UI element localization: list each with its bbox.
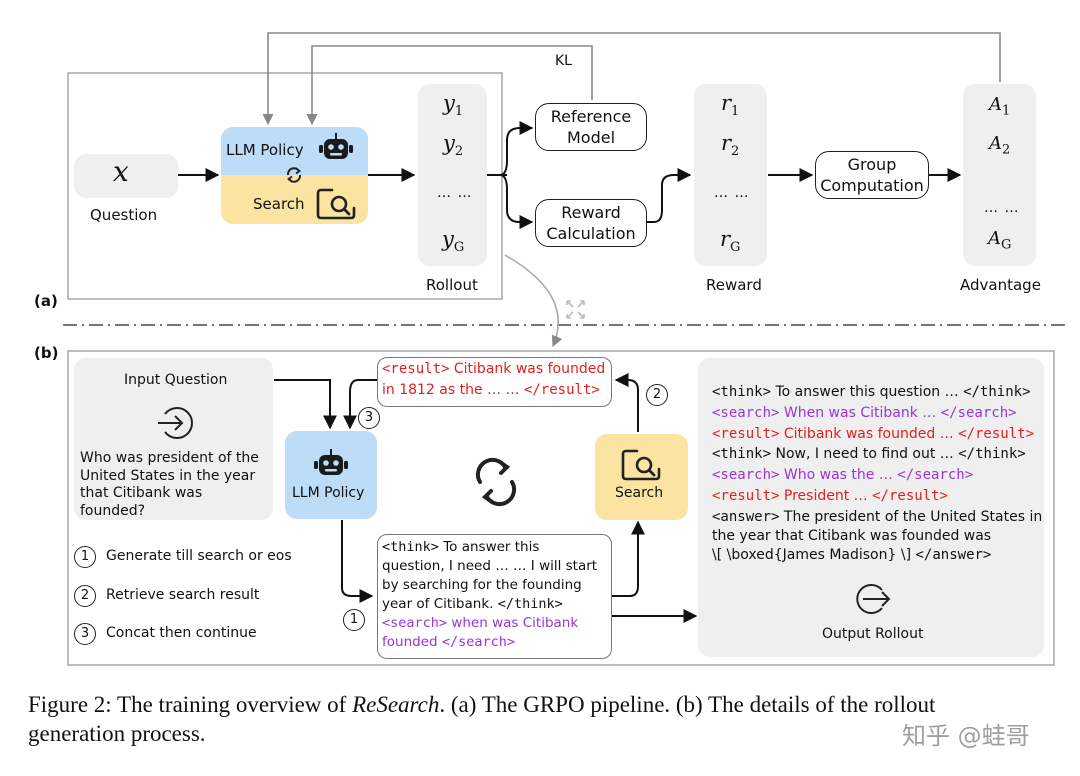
question-label: Question — [90, 206, 158, 224]
think-line-1: <think> To answer this — [382, 539, 540, 555]
step-1-circle: 1 — [74, 546, 96, 568]
input-question-text: Who was president of the United States i… — [80, 450, 259, 519]
output-line-2: <search> When was Citibank … </search> — [712, 405, 1017, 421]
marker-1: 1 — [343, 609, 365, 631]
think-line-2: question, I need … … I will start — [382, 558, 598, 574]
marker-3: 3 — [358, 407, 380, 429]
policy-to-think-arrow — [341, 520, 374, 603]
group-computation-box: Group Computation — [815, 151, 929, 199]
marker-2: 2 — [646, 384, 668, 406]
step-3-text: Concat then continue — [106, 625, 257, 641]
logout-arrow-icon — [856, 584, 891, 614]
question-symbol: x — [113, 155, 129, 188]
kl-feedback-wire — [306, 45, 593, 126]
input-to-policy-arrow — [274, 379, 337, 430]
figure-caption-line-2: generation process. — [28, 721, 206, 746]
reward-calculation-box: Reward Calculation — [535, 199, 647, 247]
robot-icon-b — [314, 449, 348, 475]
reward-label: Reward — [706, 276, 762, 294]
step-1-text: Generate till search or eos — [106, 548, 292, 564]
rollout-label: Rollout — [426, 276, 478, 294]
rollout-dots: … … — [437, 185, 473, 201]
result-to-policy-arrow — [343, 379, 378, 430]
reward-calc-to-reward-arrow — [646, 168, 692, 223]
advantage-a2: A2 — [989, 133, 1011, 158]
output-line-4: <think> Now, I need to find out … </thin… — [712, 446, 1026, 462]
rollout-to-reward-calc-arrow — [499, 174, 534, 229]
output-line-1: <think> To answer this question … </thin… — [712, 384, 1031, 400]
llm-policy-label: LLM Policy — [226, 141, 304, 159]
expand-icon — [566, 300, 585, 319]
rollout-y1: y1 — [443, 91, 464, 120]
input-question-title: Input Question — [124, 372, 228, 388]
refresh-cycle-icon — [475, 457, 517, 507]
panel-b-frame — [67, 350, 1055, 666]
output-line-3: <result> Citibank was founded … </result… — [712, 426, 1034, 442]
watermark: 知乎 @蛙哥 — [902, 722, 1030, 750]
output-line-6: <result> President … </result> — [712, 488, 948, 504]
reward-dots: … … — [714, 185, 750, 201]
robot-icon — [319, 133, 353, 159]
think-line-4: year of Citibank. </think> — [382, 596, 563, 612]
think-to-search-arrow — [612, 520, 645, 597]
step-3-circle: 3 — [74, 623, 96, 645]
output-rollout-card — [698, 358, 1044, 657]
advantage-aG: AG — [988, 228, 1012, 253]
step-2-text: Retrieve search result — [106, 587, 260, 603]
zoom-connector-arrow — [504, 254, 563, 348]
figure-caption-line-1: Figure 2: The training overview of ReSea… — [28, 692, 936, 717]
advantage-label: Advantage — [960, 276, 1041, 294]
reward-r1: r1 — [721, 91, 740, 120]
result-line-2: in 1812 as the … … </result> — [382, 382, 600, 398]
question-node — [74, 154, 178, 198]
think-line-5: <search> when was Citibank — [382, 615, 579, 631]
advantage-a1: A1 — [989, 94, 1011, 119]
output-line-9: \[ \boxed{James Madison} \] </answer> — [712, 547, 992, 563]
search-doc-icon — [316, 188, 356, 220]
reference-model-box: Reference Model — [535, 103, 647, 151]
llm-policy-label-b: LLM Policy — [292, 485, 365, 501]
reward-rG: rG — [720, 227, 741, 256]
search-to-result-arrow — [614, 373, 639, 432]
panel-b-label: (b) — [34, 344, 59, 362]
panel-a-label: (a) — [34, 292, 58, 310]
result-line-1: <result> Citibank was founded — [382, 361, 606, 377]
advantage-column — [963, 84, 1036, 266]
think-box — [377, 534, 612, 659]
search-node-b — [595, 434, 688, 520]
rollout-column — [418, 84, 487, 266]
think-line-3: by searching for the founding — [382, 577, 582, 593]
reward-r2: r2 — [721, 131, 740, 160]
output-line-8: the year that Citibank was founded was — [712, 528, 992, 544]
search-label-a: Search — [253, 195, 305, 213]
search-label-b: Search — [615, 485, 664, 501]
output-line-5: <search> Who was the … </search> — [712, 467, 974, 483]
swap-icon — [286, 167, 302, 183]
think-line-6: founded </search> — [382, 634, 516, 650]
rollout-yG: yG — [442, 227, 465, 256]
advantage-dots: … … — [984, 200, 1020, 216]
result-box — [377, 357, 612, 407]
advantage-feedback-wire — [262, 32, 1001, 126]
output-line-7: <answer> The president of the United Sta… — [712, 509, 1043, 525]
output-rollout-label: Output Rollout — [822, 626, 924, 642]
rollout-to-reference-arrow — [499, 121, 534, 176]
reward-column — [694, 84, 767, 266]
search-doc-icon-b — [621, 449, 661, 481]
panel-a-frame — [67, 72, 503, 300]
login-arrow-icon — [158, 407, 193, 439]
kl-label: KL — [555, 53, 572, 69]
rollout-y2: y2 — [443, 131, 464, 160]
step-2-circle: 2 — [74, 585, 96, 607]
input-question-card — [74, 358, 273, 520]
